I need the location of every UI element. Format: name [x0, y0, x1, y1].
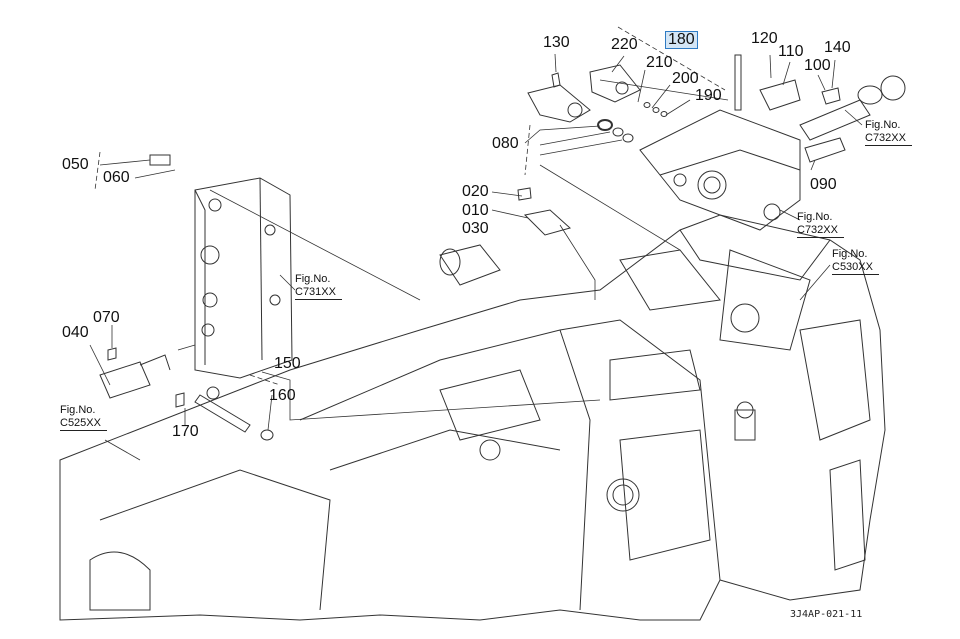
part-label-200[interactable]: 200: [672, 70, 699, 87]
figure-ref-c525xx[interactable]: Fig.No. C525XX: [60, 404, 107, 431]
transmission-housing: [59, 214, 886, 621]
part-label-140[interactable]: 140: [824, 39, 851, 56]
drawing-code: 3J4AP-021-11: [790, 609, 863, 620]
part-label-030[interactable]: 030: [462, 220, 489, 237]
figure-ref-prefix: Fig.No.: [295, 273, 331, 285]
part-label-160[interactable]: 160: [269, 387, 296, 404]
figure-ref-prefix: Fig.No.: [797, 211, 833, 223]
part-label-040[interactable]: 040: [62, 324, 89, 341]
part-label-180-selected[interactable]: 180: [665, 31, 698, 49]
part-label-100[interactable]: 100: [804, 57, 831, 74]
figure-ref-code: C530XX: [832, 261, 873, 273]
part-label-080[interactable]: 080: [492, 135, 519, 152]
part-label-120[interactable]: 120: [751, 30, 778, 47]
figure-ref-prefix: Fig.No.: [60, 404, 96, 416]
figure-ref-prefix: Fig.No.: [832, 248, 868, 260]
leader-lines: [89, 53, 836, 431]
figure-ref-prefix: Fig.No.: [865, 119, 901, 131]
figure-ref-c731xx[interactable]: Fig.No. C731XX: [295, 273, 342, 300]
figure-ref-c530xx[interactable]: Fig.No. C530XX: [832, 248, 879, 275]
part-label-130[interactable]: 130: [543, 34, 570, 51]
figref-leaders: [104, 109, 863, 461]
part-label-090[interactable]: 090: [810, 176, 837, 193]
part-label-210[interactable]: 210: [646, 54, 673, 71]
part-label-150[interactable]: 150: [274, 355, 301, 372]
left-valve-body: [194, 177, 293, 379]
part-label-110[interactable]: 110: [778, 43, 804, 60]
part-label-170[interactable]: 170: [172, 423, 199, 440]
figure-ref-code: C732XX: [865, 132, 906, 144]
part-label-020[interactable]: 020: [462, 183, 489, 200]
figure-ref-c732xx-middle[interactable]: Fig.No. C732XX: [797, 211, 844, 238]
part-label-220[interactable]: 220: [611, 36, 638, 53]
figure-ref-c732xx-top[interactable]: Fig.No. C732XX: [865, 119, 912, 146]
part-label-050[interactable]: 050: [62, 156, 89, 173]
upper-valve-block: [639, 54, 801, 231]
figure-ref-code: C525XX: [60, 417, 101, 429]
solenoid-parts: [99, 64, 906, 441]
figure-ref-code: C731XX: [295, 286, 336, 298]
part-label-010[interactable]: 010: [462, 202, 489, 219]
bracket-180: [94, 26, 726, 386]
part-label-070[interactable]: 070: [93, 309, 120, 326]
part-label-190[interactable]: 190: [695, 87, 722, 104]
part-label-060[interactable]: 060: [103, 169, 130, 186]
figure-ref-code: C732XX: [797, 224, 838, 236]
